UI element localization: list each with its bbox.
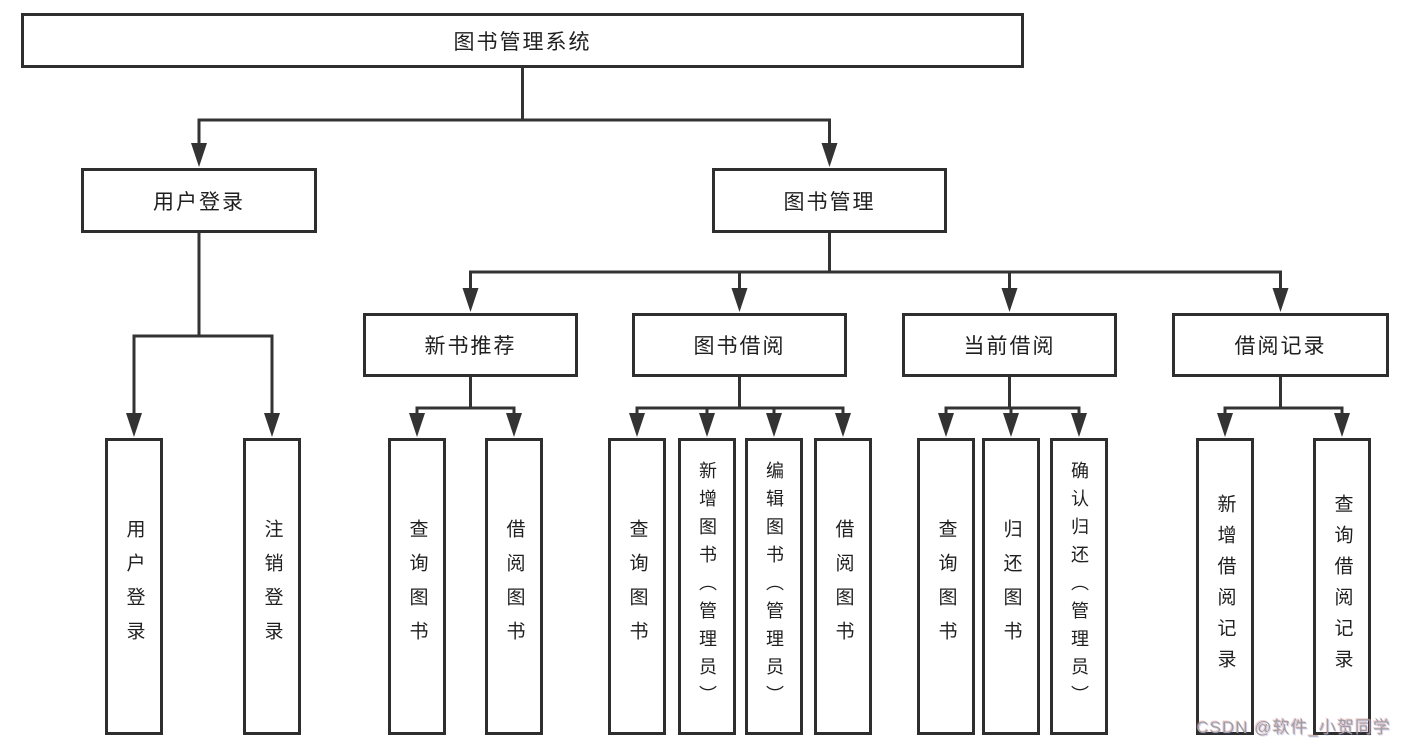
leaf-add-borrow-record: 新增借阅记录 bbox=[1196, 438, 1254, 735]
leaf-borrow-query-books-label: 查询图书 bbox=[626, 518, 648, 655]
leaf-borrow-query-books: 查询图书 bbox=[608, 438, 666, 735]
leaf-recommend-query-books-label: 查询图书 bbox=[406, 518, 428, 655]
leaf-borrow-books: 借阅图书 bbox=[814, 438, 872, 735]
node-new-book-recommend: 新书推荐 bbox=[363, 313, 578, 377]
csdn-watermark: CSDN @软件_小贺同学 bbox=[1196, 718, 1391, 737]
leaf-confirm-return-admin: 确认归还（管理员） bbox=[1050, 438, 1108, 735]
node-current-borrow-label: 当前借阅 bbox=[963, 335, 1056, 358]
leaf-add-borrow-record-label: 新增借阅记录 bbox=[1214, 493, 1236, 680]
leaf-logout-label: 注销登录 bbox=[261, 518, 283, 655]
tree-edges bbox=[132, 66, 1344, 418]
node-user-login: 用户登录 bbox=[81, 168, 317, 233]
leaf-query-borrow-record: 查询借阅记录 bbox=[1313, 438, 1371, 735]
node-borrow-records: 借阅记录 bbox=[1172, 313, 1389, 377]
leaf-borrow-books-label: 借阅图书 bbox=[832, 518, 854, 655]
node-book-management: 图书管理 bbox=[712, 168, 947, 233]
leaf-confirm-return-admin-label: 确认归还（管理员） bbox=[1069, 460, 1089, 713]
node-book-management-label: 图书管理 bbox=[783, 190, 876, 214]
node-current-borrow: 当前借阅 bbox=[902, 313, 1117, 377]
node-book-borrow: 图书借阅 bbox=[632, 313, 847, 377]
leaf-current-query-books-label: 查询图书 bbox=[935, 518, 957, 655]
leaf-current-query-books: 查询图书 bbox=[917, 438, 975, 735]
leaf-logout: 注销登录 bbox=[243, 438, 301, 735]
node-borrow-records-label: 借阅记录 bbox=[1234, 335, 1327, 358]
node-root-label: 图书管理系统 bbox=[453, 30, 592, 54]
node-book-borrow-label: 图书借阅 bbox=[693, 335, 786, 358]
leaf-recommend-query-books: 查询图书 bbox=[388, 438, 446, 735]
leaf-add-books-admin: 新增图书（管理员） bbox=[678, 438, 736, 735]
leaf-recommend-borrow-books-label: 借阅图书 bbox=[503, 518, 525, 655]
leaf-return-books: 归还图书 bbox=[982, 438, 1040, 735]
leaf-query-borrow-record-label: 查询借阅记录 bbox=[1331, 493, 1353, 680]
node-user-login-label: 用户登录 bbox=[153, 190, 245, 214]
leaf-recommend-borrow-books: 借阅图书 bbox=[485, 438, 543, 735]
arrowheads bbox=[126, 143, 1350, 437]
leaf-edit-books-admin: 编辑图书（管理员） bbox=[745, 438, 803, 735]
leaf-return-books-label: 归还图书 bbox=[1000, 518, 1022, 655]
leaf-user-login: 用户登录 bbox=[105, 438, 163, 735]
leaf-user-login-label: 用户登录 bbox=[123, 518, 145, 655]
leaf-edit-books-admin-label: 编辑图书（管理员） bbox=[764, 460, 784, 713]
node-root: 图书管理系统 bbox=[21, 13, 1024, 68]
leaf-add-books-admin-label: 新增图书（管理员） bbox=[697, 460, 717, 713]
node-new-book-recommend-label: 新书推荐 bbox=[424, 335, 517, 358]
